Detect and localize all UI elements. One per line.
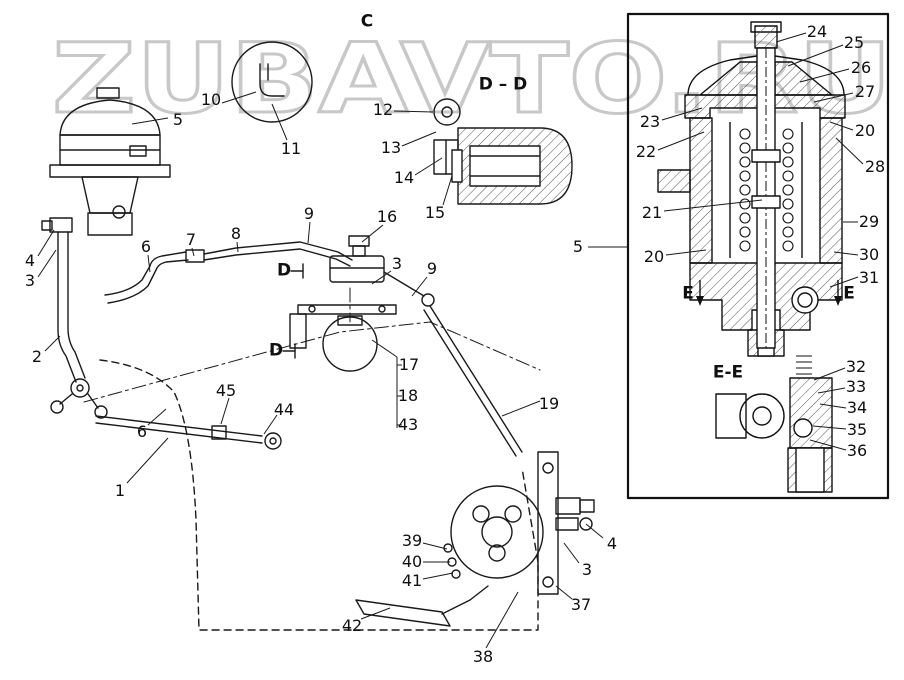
central-valve bbox=[289, 235, 397, 372]
pedal bbox=[355, 599, 451, 627]
d-section-marks bbox=[282, 263, 304, 359]
section-dd-view bbox=[433, 98, 573, 205]
long-rod bbox=[383, 271, 523, 457]
centerline bbox=[83, 287, 541, 403]
pull-rod bbox=[95, 415, 282, 450]
booster-assembly bbox=[49, 87, 171, 236]
air-pipes bbox=[104, 241, 353, 304]
leader-lines bbox=[37, 32, 864, 649]
detail-circle-c bbox=[231, 41, 313, 123]
inset-detail-box bbox=[626, 12, 890, 500]
left-pipe-and-lever bbox=[41, 217, 108, 419]
section-ee-view bbox=[715, 355, 833, 493]
e-section-arrows bbox=[696, 280, 842, 306]
bottom-pump bbox=[355, 451, 595, 627]
spring-coils bbox=[739, 128, 794, 252]
chassis-outline bbox=[99, 359, 539, 631]
